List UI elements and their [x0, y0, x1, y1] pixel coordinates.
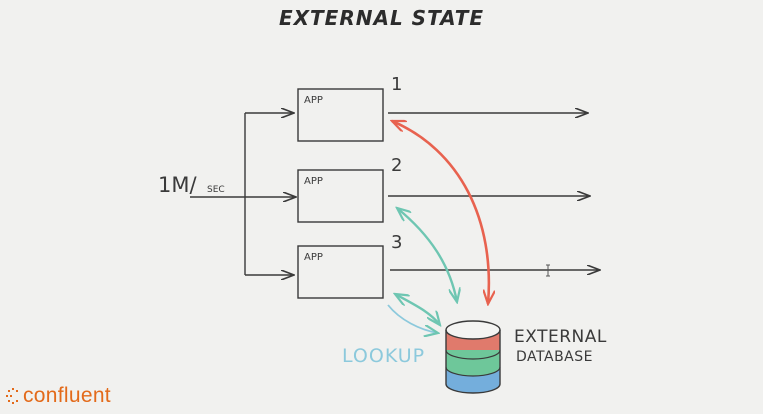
- app-box-2: APP 2: [297, 155, 402, 223]
- input-rate-label: 1M/: [158, 173, 197, 197]
- database-label-line1: EXTERNAL: [514, 327, 607, 347]
- lookup-label: LOOKUP: [342, 345, 425, 367]
- database-label-line2: DATABASE: [516, 349, 593, 365]
- confluent-logo-icon: [6, 388, 18, 404]
- lookup-arrow-extra: [387, 304, 438, 333]
- app-label-1: APP: [304, 95, 323, 106]
- app-box-1: APP 1: [297, 74, 402, 142]
- lookup-arrow-app2: [397, 208, 457, 302]
- app-box-3: APP 3: [297, 232, 402, 299]
- external-database-icon: [445, 320, 501, 394]
- input-rate-unit: SEC: [207, 185, 225, 195]
- text-cursor-icon: [546, 264, 550, 277]
- diagram-title: External state: [278, 6, 485, 30]
- lookup-arrow-app3: [395, 294, 440, 325]
- app-label-3: APP: [304, 252, 323, 263]
- confluent-logo-text: confluent: [23, 384, 111, 407]
- input-fanout: [190, 113, 296, 275]
- app-number-1: 1: [391, 74, 402, 95]
- lookup-arrow-app1: [392, 119, 489, 304]
- app-number-2: 2: [391, 155, 402, 176]
- app-label-2: APP: [304, 176, 323, 187]
- confluent-logo: confluent: [6, 384, 111, 408]
- app-number-3: 3: [391, 232, 402, 253]
